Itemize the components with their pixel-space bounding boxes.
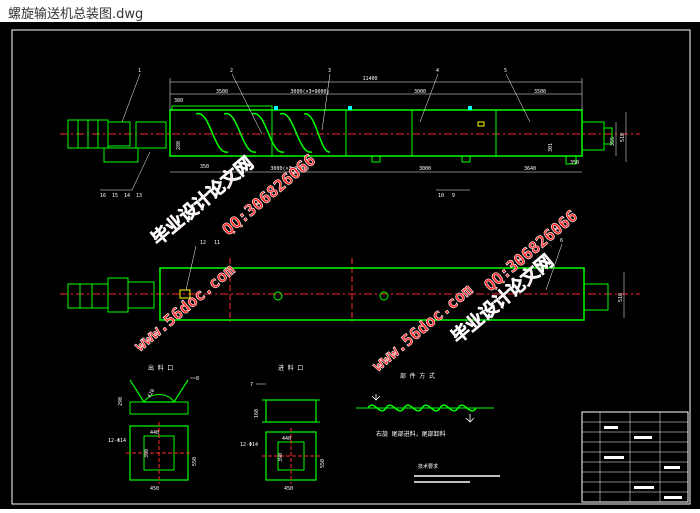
dim-bottom-4: 350 [570, 160, 579, 166]
side-dim-510: 510 [618, 293, 624, 302]
coupling [135, 121, 167, 149]
layout-sketch: 部 件 方 式 右旋 尾部进料，尾部卸料 [356, 372, 494, 438]
dim-350-left: 350 [200, 164, 209, 170]
side-view: 510 12 11 6 [60, 238, 640, 322]
motor-base [103, 147, 139, 163]
reducer [107, 121, 131, 147]
outlet-dim-390: 390 [144, 449, 150, 458]
dim-bottom-3: 3640 [524, 166, 536, 172]
balloon-4: 4 [436, 68, 439, 74]
balloon-9: 9 [452, 193, 455, 199]
inlet-holes: 12-Φ14 [240, 442, 258, 448]
screw-flights [195, 113, 331, 153]
tech-req-title: 技术要求 [418, 463, 438, 470]
dim-bottom-2: 3000 [419, 166, 431, 172]
end-bearing [581, 121, 605, 151]
drawing-canvas[interactable]: 11400 3500 3000(×3=9000) 3000 3500 380 2… [0, 22, 700, 509]
feed-arrow-icon [371, 394, 381, 401]
balloon-12: 12 [200, 240, 206, 246]
dim-301: 301 [548, 143, 554, 152]
inlet-dim-440: 440 [282, 436, 291, 442]
balloon-10: 10 [438, 193, 444, 199]
outlet-dim-440: 440 [150, 430, 159, 436]
dim-355: 355 [610, 137, 616, 146]
layout-caption: 右旋 尾部进料，尾部卸料 [376, 430, 446, 438]
inlet-dim-450: 450 [284, 486, 293, 492]
top-view: 11400 3500 3000(×3=9000) 3000 3500 380 2… [60, 68, 640, 199]
title-block [581, 411, 689, 503]
outlet-dim-550: 550 [192, 457, 198, 466]
screw-sketch [367, 404, 477, 412]
balloon-5: 5 [504, 68, 507, 74]
dim-280: 280 [176, 141, 182, 150]
drawing-border [11, 29, 691, 505]
dim-510: 510 [620, 133, 626, 142]
inlet-title: 进 料 口 [278, 364, 303, 372]
balloon-7: 7 [250, 382, 253, 388]
balloon-16: 16 [100, 193, 106, 199]
outlet-detail: 出 料 口 8 290 420 440 12-Φ14 550 390 450 [108, 364, 199, 492]
balloon-8: 8 [196, 376, 199, 382]
outlet-holes: 12-Φ14 [108, 438, 126, 444]
cad-drawing: 11400 3500 3000(×3=9000) 3000 3500 380 2… [11, 29, 691, 505]
watermark-3: www.56doc.com [130, 260, 238, 355]
tech-requirements: 技术要求 [414, 463, 500, 483]
inlet-detail: 进 料 口 7 160 440 12-Φ14 390 550 450 [240, 364, 326, 492]
balloon-13: 13 [136, 193, 142, 199]
dim-top-4: 3500 [534, 89, 546, 95]
inlet-dim-160: 160 [254, 409, 260, 418]
outlet-dim-420: 420 [147, 388, 157, 399]
layout-title: 部 件 方 式 [400, 372, 435, 380]
dim-380: 380 [174, 98, 183, 104]
balloon-6: 6 [560, 238, 563, 244]
window-title: 螺旋输送机总装图.dwg [8, 7, 144, 22]
dim-top-1: 3500 [216, 89, 228, 95]
balloon-1: 1 [138, 68, 141, 74]
dim-overall: 11400 [362, 76, 377, 82]
watermarks: 毕业设计论文网 QQ:306826066 www.56doc.com QQ:30… [130, 150, 581, 375]
side-motor [67, 283, 109, 309]
discharge-arrow-icon [465, 414, 475, 423]
window-titlebar: 螺旋输送机总装图.dwg [0, 0, 700, 23]
balloon-14: 14 [124, 193, 130, 199]
dim-top-3: 3000 [414, 89, 426, 95]
balloon-15: 15 [112, 193, 118, 199]
inlet-dim-390: 390 [278, 453, 284, 462]
balloon-11: 11 [214, 240, 220, 246]
dim-bottom-1: 3000(×3=9000) [270, 166, 309, 172]
outlet-dim-290: 290 [118, 397, 124, 406]
outlet-title: 出 料 口 [148, 364, 173, 372]
outlet-dim-450: 450 [150, 486, 159, 492]
balloon-3: 3 [328, 68, 331, 74]
inlet-dim-550: 550 [320, 459, 326, 468]
dim-top-2: 3000(×3=9000) [290, 89, 329, 95]
balloon-2: 2 [230, 68, 233, 74]
